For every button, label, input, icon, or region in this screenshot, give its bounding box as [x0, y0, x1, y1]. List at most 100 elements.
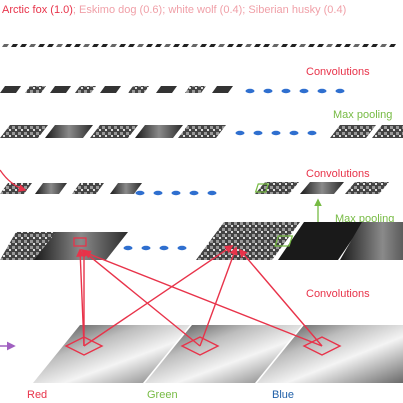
feature-map — [326, 44, 333, 47]
feature-map — [335, 44, 342, 47]
ellipsis-dot — [159, 245, 169, 251]
channel-red-image — [33, 325, 190, 383]
pool-marker-top — [254, 183, 270, 193]
feature-map — [299, 44, 306, 47]
ellipsis-dot — [153, 190, 163, 196]
feature-map — [56, 44, 63, 47]
feature-map — [146, 44, 153, 47]
ellipsis-dot — [245, 88, 255, 94]
ellipsis-dot — [317, 88, 327, 94]
feature-map — [212, 86, 233, 93]
feature-map — [137, 44, 144, 47]
feature-map — [2, 44, 9, 47]
feature-map — [90, 125, 138, 138]
layer-row-pool-top — [0, 125, 403, 138]
feature-map — [25, 86, 46, 93]
arrow-top-left — [0, 169, 27, 192]
ellipsis-dot — [271, 130, 281, 136]
feature-map — [340, 222, 403, 260]
feature-patch-marker — [73, 237, 87, 247]
feature-map — [209, 44, 216, 47]
feature-map — [156, 86, 177, 93]
feature-map — [308, 44, 315, 47]
ellipsis-dot — [189, 190, 199, 196]
ellipsis-dot — [263, 88, 273, 94]
ellipsis-dot — [207, 190, 217, 196]
channel-blue-image — [257, 325, 403, 383]
label-convolutions-1: Convolutions — [306, 66, 370, 78]
feature-map — [74, 44, 81, 47]
feature-map — [110, 44, 117, 47]
layer-row-conv-low — [0, 222, 403, 260]
feature-map — [281, 44, 288, 47]
feature-map — [372, 125, 403, 138]
feature-map — [362, 44, 369, 47]
feature-map — [0, 86, 21, 93]
ellipsis-dot — [307, 130, 317, 136]
ellipsis-dot — [281, 88, 291, 94]
feature-map — [0, 183, 32, 194]
label-convolutions-2: Convolutions — [306, 168, 370, 180]
ellipsis-dot — [299, 88, 309, 94]
feature-map — [20, 44, 27, 47]
feature-map — [345, 182, 389, 194]
feature-map — [218, 44, 225, 47]
label-separator: ; — [242, 4, 245, 16]
feature-map — [196, 222, 300, 260]
label-white-wolf: white wolf (0.4) — [167, 4, 242, 16]
top-class-labels: Arctic fox (1.0); Eskimo dog (0.6); whit… — [2, 4, 346, 16]
feature-map — [254, 44, 261, 47]
layer-row-conv-top — [0, 86, 345, 94]
feature-map — [290, 44, 297, 47]
input-channels — [33, 325, 403, 383]
layer-row-top — [2, 44, 396, 47]
ellipsis-dot — [335, 88, 345, 94]
feature-map — [245, 44, 252, 47]
feature-map — [101, 44, 108, 47]
label-arctic-fox: Arctic fox (1.0) — [2, 4, 73, 16]
feature-map — [173, 44, 180, 47]
label-convolutions-3: Convolutions — [306, 288, 370, 300]
feature-map — [344, 44, 351, 47]
ellipsis-dot — [177, 245, 187, 251]
receptive-field-red — [64, 336, 104, 356]
feature-map — [119, 44, 126, 47]
feature-map — [72, 183, 104, 194]
layer-row-conv-mid — [0, 182, 389, 196]
label-separator: ; — [162, 4, 165, 16]
feature-map — [185, 86, 206, 93]
feature-map — [227, 44, 234, 47]
feature-map — [29, 44, 36, 47]
feature-map — [155, 44, 162, 47]
feature-map — [317, 44, 324, 47]
feature-map — [50, 86, 71, 93]
feature-map — [128, 86, 149, 93]
ellipsis-dot — [235, 130, 245, 136]
label-channel-red: Red — [27, 389, 47, 401]
feature-map — [110, 183, 142, 194]
feature-map — [92, 44, 99, 47]
feature-map — [35, 183, 67, 194]
feature-map — [389, 44, 396, 47]
feature-map — [38, 44, 45, 47]
feature-map — [278, 222, 364, 260]
feature-map — [182, 44, 189, 47]
feature-map — [300, 182, 344, 194]
convolution-connections — [76, 245, 323, 347]
label-separator: ; — [73, 4, 76, 16]
feature-map — [380, 44, 387, 47]
feature-map — [191, 44, 198, 47]
feature-map — [236, 44, 243, 47]
feature-map — [100, 86, 121, 93]
ellipsis-dot — [289, 130, 299, 136]
ellipsis-dot — [141, 245, 151, 251]
feature-map — [200, 44, 207, 47]
feature-map — [353, 44, 360, 47]
feature-map — [330, 125, 376, 138]
ellipsis-dot — [135, 190, 145, 196]
label-channel-green: Green — [147, 389, 178, 401]
feature-map — [263, 44, 270, 47]
label-siberian-husky: Siberian husky (0.4) — [248, 4, 346, 16]
feature-map — [128, 44, 135, 47]
